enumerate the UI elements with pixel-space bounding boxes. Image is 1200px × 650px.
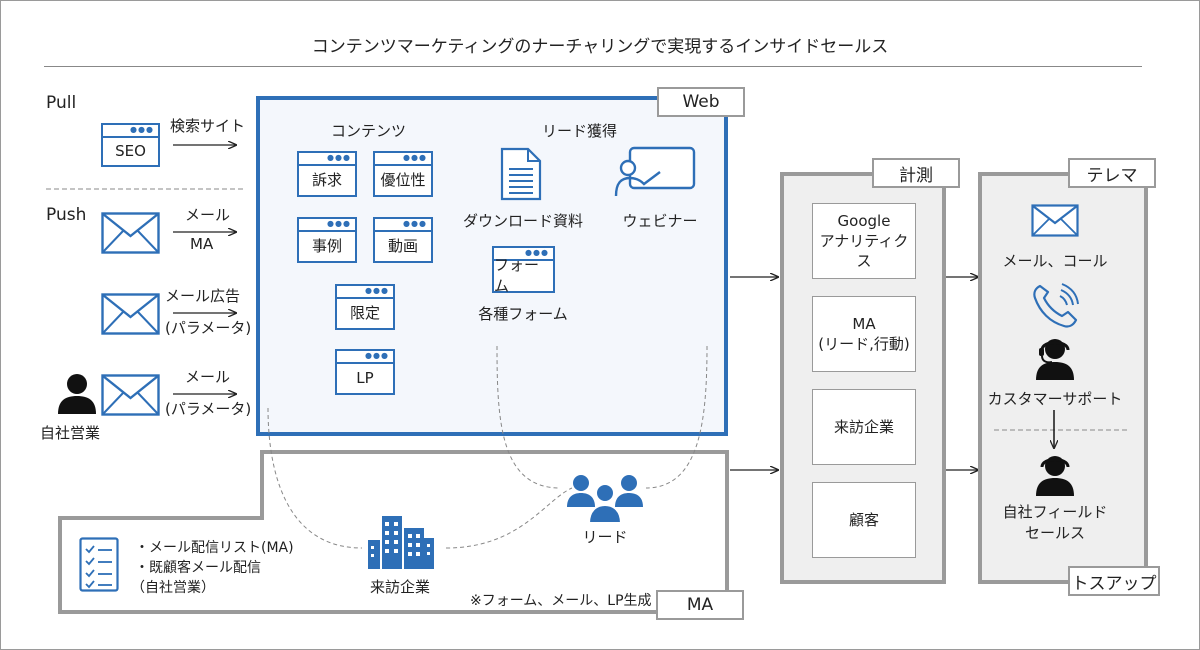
- dashed-curve-lead-left: [496, 345, 561, 489]
- param-label-2: (パラメータ): [165, 400, 252, 418]
- mail-envelope-icon: [101, 212, 160, 254]
- mail-label-2: メール: [185, 368, 231, 386]
- dashed-curve-left: [267, 407, 363, 549]
- ma-note: ※フォーム、メール、LP生成: [470, 593, 652, 609]
- mail-envelope-icon: [101, 293, 160, 335]
- content-box-lp: ●●● LP: [335, 349, 395, 395]
- contents-heading: コンテンツ: [331, 122, 407, 140]
- headset-person-icon: [1036, 339, 1074, 380]
- web-tag: Web: [657, 87, 745, 117]
- support-label: カスタマーサポート: [987, 390, 1123, 408]
- document-icon: [500, 147, 542, 201]
- seo-label: SEO: [115, 141, 146, 160]
- telema-tag: テレマ: [1068, 158, 1156, 188]
- ma-list-item-3: （自社営業）: [131, 580, 215, 596]
- visit-company-label: 来訪企業: [369, 578, 430, 596]
- pull-label: Pull: [46, 93, 77, 113]
- buildings-icon: [368, 516, 434, 569]
- person-icon: [58, 374, 96, 414]
- dashed-curve-lead-right: [645, 345, 708, 489]
- measure-google-analytics: Google アナリティクス: [812, 203, 916, 279]
- content-box-limited: ●●● 限定: [335, 284, 395, 330]
- tossup-tag: トスアップ: [1068, 566, 1160, 596]
- content-box-case: ●●● 事例: [297, 217, 357, 263]
- measure-tag: 計測: [872, 158, 960, 188]
- title-rule: [44, 66, 1142, 67]
- content-box-video: ●●● 動画: [373, 217, 433, 263]
- download-label: ダウンロード資料: [462, 212, 583, 230]
- ma-list-item-1: ・メール配信リスト(MA): [135, 540, 294, 556]
- param-label: (パラメータ): [165, 319, 252, 337]
- push-label: Push: [46, 205, 87, 225]
- mail-envelope-icon: [1031, 204, 1079, 237]
- lead-label: リード: [582, 528, 628, 546]
- search-site-label: 検索サイト: [170, 117, 246, 135]
- lead-people-icon: [567, 475, 643, 524]
- checklist-icon: [79, 537, 119, 592]
- content-box-appeal: ●●● 訴求: [297, 151, 357, 197]
- field-sales-label: 自社フィールド セールス: [1002, 503, 1108, 542]
- forms-label: 各種フォーム: [478, 305, 568, 323]
- diagram-title: コンテンツマーケティングのナーチャリングで実現するインサイドセールス: [311, 37, 889, 57]
- measure-customer: 顧客: [812, 482, 916, 558]
- seo-window-icon: ●●● SEO: [101, 123, 160, 167]
- phone-icon: [1033, 283, 1079, 328]
- lead-heading: リード獲得: [542, 122, 618, 140]
- measure-ma: MA (リード,行動): [812, 296, 916, 372]
- form-window-icon: ●●● フォーム: [492, 246, 555, 295]
- webinar-icon: [614, 146, 696, 197]
- ma-tag: MA: [656, 590, 744, 620]
- content-box-advantage: ●●● 優位性: [373, 151, 433, 197]
- ma-list-item-2: ・既顧客メール配信: [135, 560, 261, 576]
- ma-label: MA: [190, 235, 214, 253]
- headset-person-icon: [1036, 456, 1074, 496]
- mail-label: メール: [185, 206, 231, 224]
- own-sales-label: 自社営業: [40, 424, 101, 442]
- measure-visit-company: 来訪企業: [812, 389, 916, 465]
- webinar-label: ウェビナー: [622, 212, 698, 230]
- mail-ad-label: メール広告: [165, 287, 241, 305]
- dashed-curve-middle: [445, 487, 573, 549]
- mail-call-label: メール、コール: [1002, 252, 1108, 270]
- mail-envelope-icon: [101, 374, 160, 416]
